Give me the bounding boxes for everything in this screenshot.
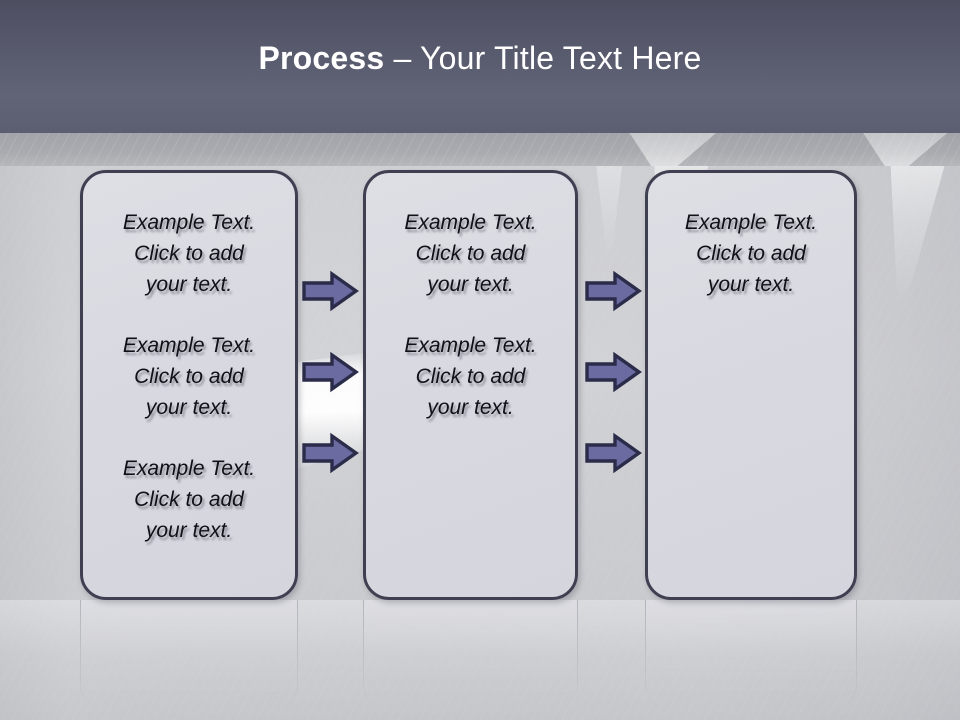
arrow-right-icon: [302, 270, 359, 312]
box-reflection-3: [645, 600, 857, 710]
page-title: Process – Your Title Text Here: [258, 40, 701, 77]
flow-arrow-2-3[interactable]: [585, 432, 642, 474]
header-band-texture: [0, 133, 960, 166]
process-box-1-text-1[interactable]: Example Text. Click to add your text.: [122, 211, 256, 296]
flow-arrow-2-1[interactable]: [585, 270, 642, 312]
process-box-1-text-3[interactable]: Example Text. Click to add your text.: [122, 457, 256, 542]
process-box-2-text-1[interactable]: Example Text. Click to add your text.: [404, 211, 537, 296]
slide-header: Process – Your Title Text Here: [0, 0, 960, 133]
box-reflection-1: [80, 600, 298, 710]
process-box-1[interactable]: Example Text. Click to add your text. Ex…: [80, 170, 298, 600]
page-title-rest: – Your Title Text Here: [384, 40, 702, 76]
flow-arrow-2-2[interactable]: [585, 351, 642, 393]
header-accent-band: [0, 133, 960, 166]
arrow-right-icon: [585, 351, 642, 393]
page-title-strong: Process: [258, 40, 385, 76]
arrow-right-icon: [302, 432, 359, 474]
flow-arrow-1-1[interactable]: [302, 270, 359, 312]
process-box-2[interactable]: Example Text. Click to add your text. Ex…: [363, 170, 578, 600]
process-box-3[interactable]: Example Text. Click to add your text.: [645, 170, 857, 600]
flow-arrow-1-3[interactable]: [302, 432, 359, 474]
arrow-right-icon: [585, 432, 642, 474]
box-reflection-2: [363, 600, 578, 710]
process-box-1-text-2[interactable]: Example Text. Click to add your text.: [122, 334, 256, 419]
flow-arrow-1-2[interactable]: [302, 351, 359, 393]
process-box-3-text-1[interactable]: Example Text. Click to add your text.: [684, 211, 818, 296]
arrow-right-icon: [302, 351, 359, 393]
arrow-right-icon: [585, 270, 642, 312]
process-box-2-text-2[interactable]: Example Text. Click to add your text.: [404, 334, 537, 419]
